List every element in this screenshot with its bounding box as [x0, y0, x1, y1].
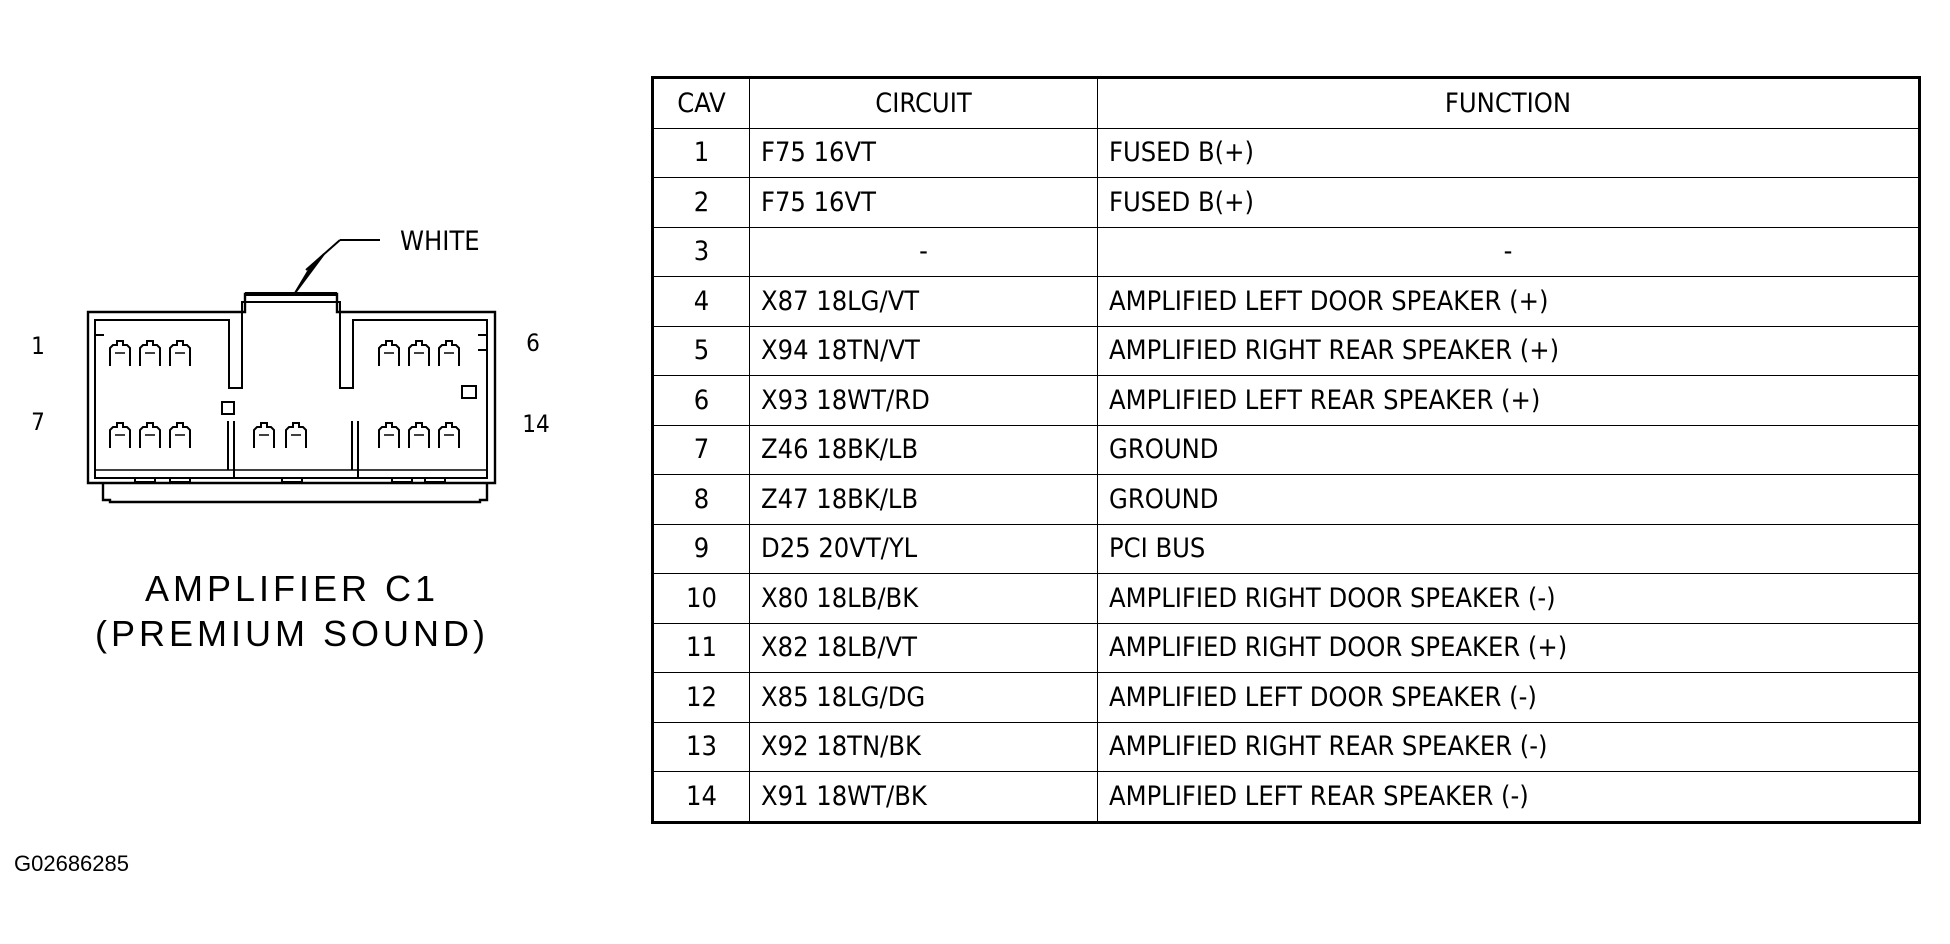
cell-function: -	[1097, 226, 1920, 277]
white-callout-leader	[294, 239, 380, 294]
cell-cav: 1	[652, 127, 750, 178]
terminal-row-bottom	[109, 422, 460, 449]
cell-circuit: X93 18WT/RD	[749, 375, 1098, 426]
cell-function: AMPLIFIED RIGHT REAR SPEAKER (-)	[1097, 721, 1920, 772]
cell-cav: 5	[652, 325, 750, 376]
cell-cav: 2	[652, 177, 750, 228]
pin-label-bottom-right: 14	[522, 410, 549, 438]
cell-function: FUSED B(+)	[1097, 127, 1920, 178]
cell-circuit: X82 18LB/VT	[749, 622, 1098, 673]
cell-circuit: X80 18LB/BK	[749, 573, 1098, 624]
cell-cav: 3	[652, 226, 750, 277]
cell-function: GROUND	[1097, 424, 1920, 475]
connector-name: AMPLIFIER C1	[145, 568, 439, 609]
cell-cav: 14	[652, 771, 750, 823]
header-cav: CAV	[652, 77, 750, 129]
cell-circuit: X91 18WT/BK	[749, 771, 1098, 823]
cell-cav: 6	[652, 375, 750, 426]
cell-circuit: Z46 18BK/LB	[749, 424, 1098, 475]
connector-subtitle: (PREMIUM SOUND)	[95, 613, 489, 654]
header-circuit: CIRCUIT	[749, 77, 1098, 129]
cell-cav: 11	[652, 622, 750, 673]
cell-circuit: X92 18TN/BK	[749, 721, 1098, 772]
cell-cav: 9	[652, 523, 750, 574]
cell-circuit: X85 18LG/DG	[749, 672, 1098, 723]
callout-label: WHITE	[400, 226, 480, 257]
cell-function: AMPLIFIED LEFT DOOR SPEAKER (+)	[1097, 276, 1920, 327]
cell-function: AMPLIFIED LEFT REAR SPEAKER (-)	[1097, 771, 1920, 823]
cell-cav: 7	[652, 424, 750, 475]
cell-circuit: -	[749, 226, 1098, 277]
table-row: 3--	[652, 226, 1920, 277]
header-function: FUNCTION	[1097, 77, 1920, 129]
cell-circuit: F75 16VT	[749, 127, 1098, 178]
callout-arrowhead	[294, 253, 325, 294]
cell-function: AMPLIFIED RIGHT DOOR SPEAKER (+)	[1097, 622, 1920, 673]
cell-function: PCI BUS	[1097, 523, 1920, 574]
cell-circuit: X94 18TN/VT	[749, 325, 1098, 376]
connector-body	[86, 292, 497, 504]
cell-function: AMPLIFIED RIGHT DOOR SPEAKER (-)	[1097, 573, 1920, 624]
cell-cav: 8	[652, 474, 750, 525]
connector-diagram: WHITE 1 6 7 14	[0, 0, 640, 944]
cell-function: GROUND	[1097, 474, 1920, 525]
cell-cav: 13	[652, 721, 750, 772]
figure-id: G02686285	[14, 851, 129, 876]
cell-function: AMPLIFIED LEFT REAR SPEAKER (+)	[1097, 375, 1920, 426]
pin-label-top-right: 6	[526, 329, 540, 357]
cell-circuit: Z47 18BK/LB	[749, 474, 1098, 525]
cell-circuit: D25 20VT/YL	[749, 523, 1098, 574]
cell-cav: 4	[652, 276, 750, 327]
cell-cav: 10	[652, 573, 750, 624]
cell-circuit: X87 18LG/VT	[749, 276, 1098, 327]
cell-cav: 12	[652, 672, 750, 723]
cell-function: AMPLIFIED RIGHT REAR SPEAKER (+)	[1097, 325, 1920, 376]
terminal-row-top	[109, 340, 460, 367]
cell-circuit: F75 16VT	[749, 177, 1098, 228]
table-header-row: CAV CIRCUIT FUNCTION	[652, 77, 1920, 129]
pin-label-top-left: 1	[31, 332, 45, 360]
pin-label-bottom-left: 7	[31, 408, 45, 436]
connector-drawing: WHITE 1 6 7 14	[31, 226, 550, 654]
cell-function: AMPLIFIED LEFT DOOR SPEAKER (-)	[1097, 672, 1920, 723]
cell-function: FUSED B(+)	[1097, 177, 1920, 228]
